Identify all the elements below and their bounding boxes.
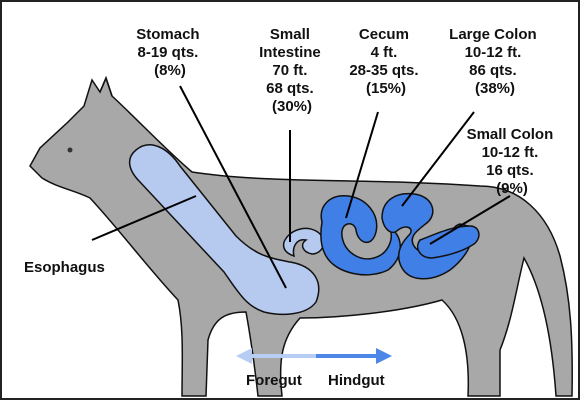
esophagus-label: Esophagus bbox=[24, 259, 105, 276]
stomach-capacity: 8-19 qts. bbox=[137, 44, 198, 61]
stomach-percent: (8%) bbox=[154, 62, 186, 79]
foregut-label: Foregut bbox=[246, 372, 302, 389]
small-intestine-name-line1: Small bbox=[270, 26, 310, 43]
horse-eye bbox=[68, 148, 73, 153]
large-colon-name: Large Colon bbox=[449, 26, 537, 43]
stomach-name: Stomach bbox=[136, 26, 199, 43]
cecum-percent: (15%) bbox=[366, 80, 406, 97]
small-colon-name: Small Colon bbox=[467, 126, 554, 143]
small-colon-length: 10-12 ft. bbox=[482, 144, 539, 161]
cecum-name: Cecum bbox=[359, 26, 409, 43]
small-intestine-capacity: 68 qts. bbox=[266, 80, 314, 97]
small-colon-percent: (9%) bbox=[496, 180, 528, 197]
small-intestine-name-line2: Intestine bbox=[259, 44, 321, 61]
large-colon-capacity: 86 qts. bbox=[469, 62, 517, 79]
large-colon-percent: (38%) bbox=[475, 80, 515, 97]
hindgut-label: Hindgut bbox=[328, 372, 385, 389]
large-colon-length: 10-12 ft. bbox=[465, 44, 522, 61]
small-intestine-percent: (30%) bbox=[272, 98, 312, 115]
small-colon-capacity: 16 qts. bbox=[486, 162, 534, 179]
cecum-capacity: 28-35 qts. bbox=[349, 62, 418, 79]
cecum-length: 4 ft. bbox=[371, 44, 398, 61]
small-intestine-length: 70 ft. bbox=[272, 62, 307, 79]
